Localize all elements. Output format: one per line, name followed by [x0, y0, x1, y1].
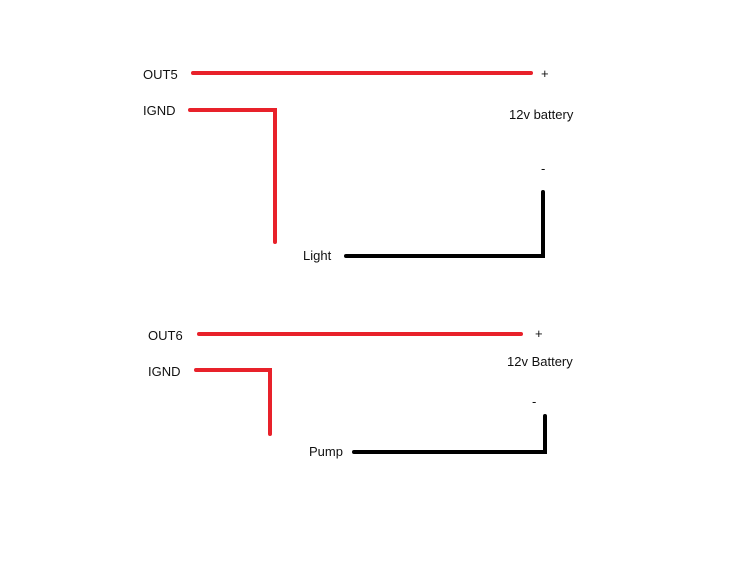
ignd-label-2: IGND	[148, 364, 181, 379]
negative-wire-1	[344, 190, 545, 258]
battery-plus-label-2: +	[535, 326, 543, 341]
pump-label: Pump	[309, 444, 343, 459]
ignd-wire-2	[194, 368, 272, 436]
out5-label: OUT5	[143, 67, 178, 82]
circuit-1	[188, 71, 545, 258]
battery-label-1: 12v battery	[509, 107, 574, 122]
negative-wire-2	[352, 414, 547, 454]
light-label: Light	[303, 248, 332, 263]
battery-plus-label-1: +	[541, 66, 549, 81]
battery-label-2: 12v Battery	[507, 354, 573, 369]
circuit-2	[194, 332, 547, 454]
battery-minus-label-1: -	[541, 161, 546, 176]
ignd-label-1: IGND	[143, 103, 176, 118]
ignd-wire-1	[188, 108, 277, 244]
out6-label: OUT6	[148, 328, 183, 343]
battery-minus-label-2: -	[532, 394, 537, 409]
